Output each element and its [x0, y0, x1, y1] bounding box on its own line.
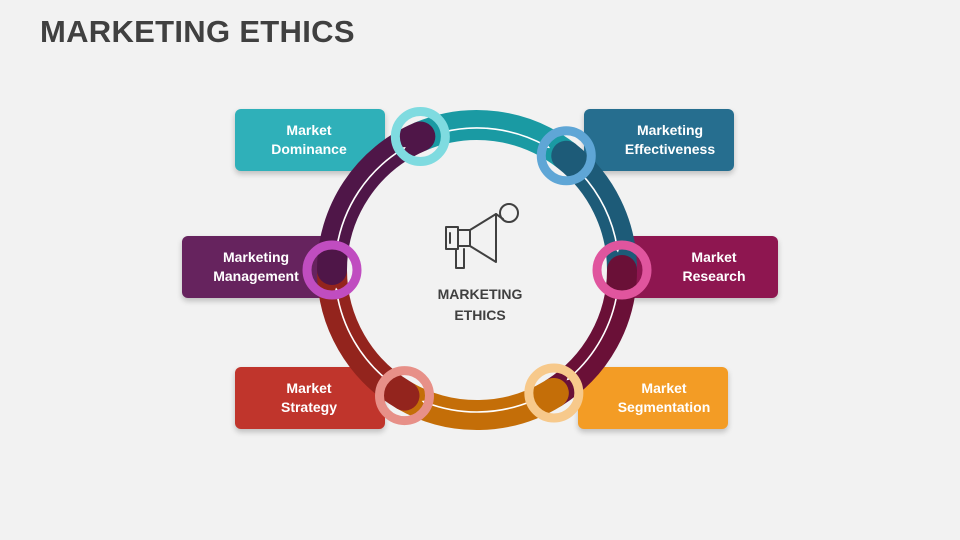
node-ring-marketing-management	[302, 240, 362, 300]
node-ring-market-research	[592, 240, 652, 300]
cycle-arc-market-research	[538, 255, 637, 408]
step-label: Marketing Effectiveness	[624, 122, 716, 157]
megaphone-icon	[445, 203, 519, 269]
cycle-nodes	[302, 107, 652, 426]
step-label: Marketing Management	[213, 249, 299, 284]
step-market-dominance: Market Dominance	[235, 109, 385, 171]
step-market-segmentation: Market Segmentation	[578, 367, 728, 429]
step-label: Market Segmentation	[617, 380, 711, 415]
cycle-arc-market-dominance	[405, 110, 582, 171]
node-ring-marketing-effectiveness	[536, 126, 596, 186]
slide-title: MARKETING ETHICS	[40, 14, 355, 49]
cycle-arcs	[317, 110, 637, 430]
node-ring-market-dominance	[390, 107, 450, 167]
flow-arrow	[566, 292, 619, 381]
node-ring-market-segmentation	[524, 363, 584, 423]
flow-arrow	[580, 172, 622, 253]
step-market-research: Market Research	[628, 236, 778, 298]
step-label: Market Research	[682, 249, 746, 284]
cycle-arc-marketing-effectiveness	[551, 140, 637, 285]
flow-arrow	[332, 287, 389, 381]
step-marketing-effectiveness: Marketing Effectiveness	[584, 109, 734, 171]
center-label: MARKETING ETHICS	[437, 286, 523, 323]
flow-arrow	[421, 399, 533, 413]
node-ring-market-strategy	[375, 366, 434, 426]
step-label: Market Dominance	[271, 122, 347, 157]
flow-arrow	[335, 147, 406, 248]
step-label: Market Strategy	[280, 380, 338, 415]
flow-arrow	[442, 127, 551, 149]
